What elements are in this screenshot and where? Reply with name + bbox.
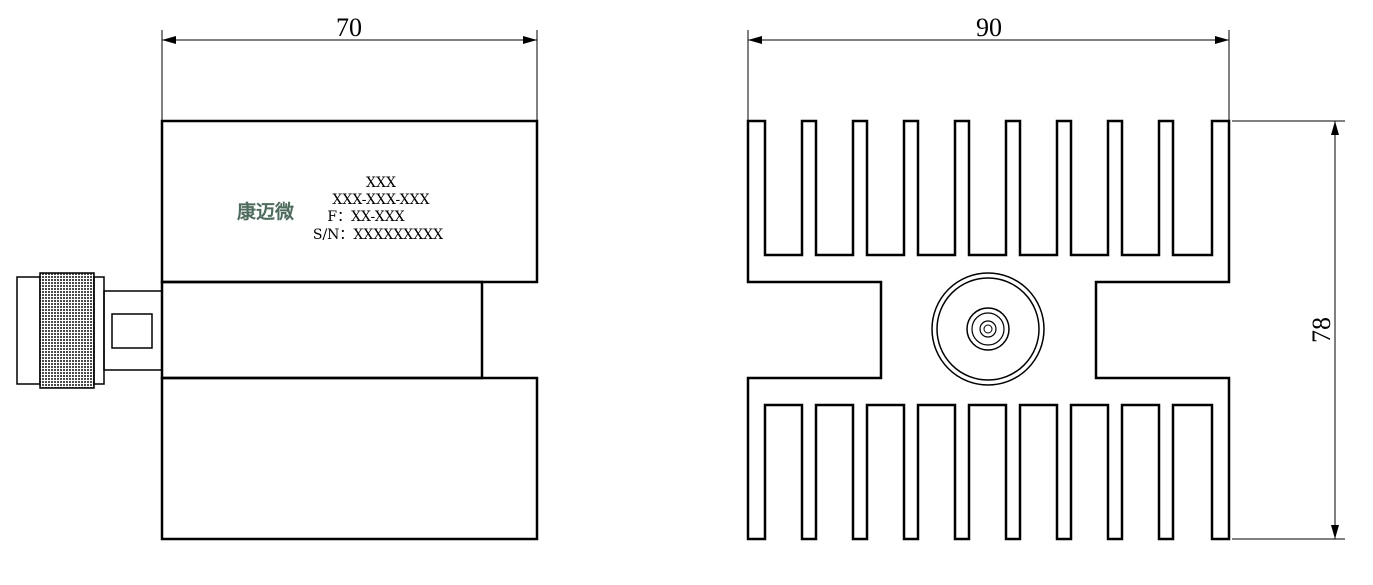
connector-body	[103, 290, 163, 371]
label-line-3: F：XX-XXX	[327, 209, 404, 225]
connector-knurled-nut	[39, 272, 95, 389]
dimension-label-78: 78	[1307, 317, 1336, 343]
brand-logo: 康迈微	[237, 200, 295, 223]
side-middle-neck	[160, 280, 484, 380]
label-line-2: XXX-XXX-XXX	[332, 192, 429, 208]
dimension-height-front	[1232, 120, 1345, 540]
dimension-label-70: 70	[336, 13, 362, 42]
dimension-width-side	[161, 30, 538, 120]
side-lower-body	[160, 376, 539, 541]
heatsink-outline	[746, 119, 1231, 541]
side-view	[16, 30, 539, 541]
dimension-width-front	[747, 30, 1230, 120]
dimension-label-90: 90	[976, 13, 1002, 42]
product-label: 康迈微 XXX XXX-XXX-XXX F：XX-XXX S/N：XXXXXXX…	[237, 175, 443, 243]
label-line-1: XXX	[366, 175, 396, 191]
connector-flat	[111, 313, 153, 349]
connector-collar	[93, 276, 105, 385]
connector-nut-cap	[16, 276, 41, 385]
coax-connector-face	[931, 272, 1045, 386]
label-line-4: S/N：XXXXXXXXX	[313, 227, 443, 243]
front-view	[746, 30, 1345, 541]
